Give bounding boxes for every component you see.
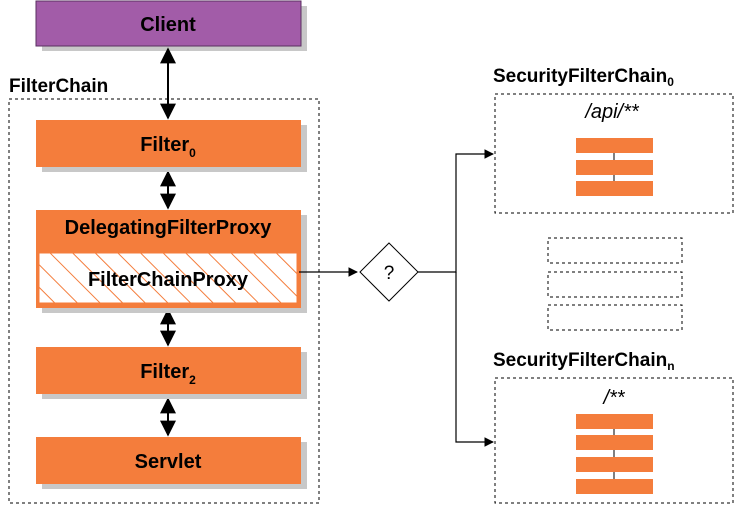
filter2-label-sub: 2 <box>189 373 196 387</box>
security-chainn-filter <box>576 479 653 494</box>
security-chainn-title-sub: n <box>667 359 674 373</box>
security-chainn-title: SecurityFilterChainn <box>493 350 675 373</box>
servlet-box <box>36 437 301 484</box>
decision-label: ? <box>384 263 395 284</box>
security-chain0-title-main: SecurityFilterChain <box>493 66 667 87</box>
security-chainn-filter <box>576 414 653 429</box>
filter-chain-title: FilterChain <box>9 76 108 97</box>
filter0-label-main: Filter <box>140 134 189 156</box>
security-chain0-title: SecurityFilterChain0 <box>493 66 674 89</box>
security-chain0-pattern: /api/** <box>583 101 640 123</box>
security-chain0-filter <box>576 138 653 153</box>
decision-chain0-arrow <box>418 149 494 273</box>
filter-chain-container <box>8 98 320 504</box>
filter0-label-sub: 0 <box>189 146 196 160</box>
placeholder-chain <box>547 237 683 264</box>
delegating-label: DelegatingFilterProxy <box>65 217 273 239</box>
filter0-box <box>36 120 301 167</box>
filter2-label-main: Filter <box>140 361 189 383</box>
security-chain0-filter <box>576 160 653 175</box>
servlet-label: Servlet <box>135 451 202 473</box>
filter2-box <box>36 347 301 394</box>
filter-chain-proxy-label: FilterChainProxy <box>88 269 249 291</box>
placeholder-chain <box>547 304 683 331</box>
security-chain0-filter <box>576 181 653 196</box>
placeholder-chain <box>547 271 683 298</box>
filter2-label: Filter2 <box>140 361 196 387</box>
security-chainn-pattern: /** <box>601 387 625 409</box>
decision-diamond <box>359 242 419 302</box>
filter-chain-proxy-box <box>38 252 298 304</box>
security-chain0-title-sub: 0 <box>667 75 674 89</box>
client-label: Client <box>140 14 196 36</box>
security-chainn-title-main: SecurityFilterChain <box>493 350 667 371</box>
filter0-label: Filter0 <box>140 134 196 160</box>
decision-chainn-arrow <box>455 272 494 447</box>
security-chain0-container <box>494 93 734 214</box>
client-box <box>35 0 302 47</box>
security-chainn-filter <box>576 457 653 472</box>
security-chainn-container <box>494 377 734 504</box>
security-chainn-filter <box>576 435 653 450</box>
